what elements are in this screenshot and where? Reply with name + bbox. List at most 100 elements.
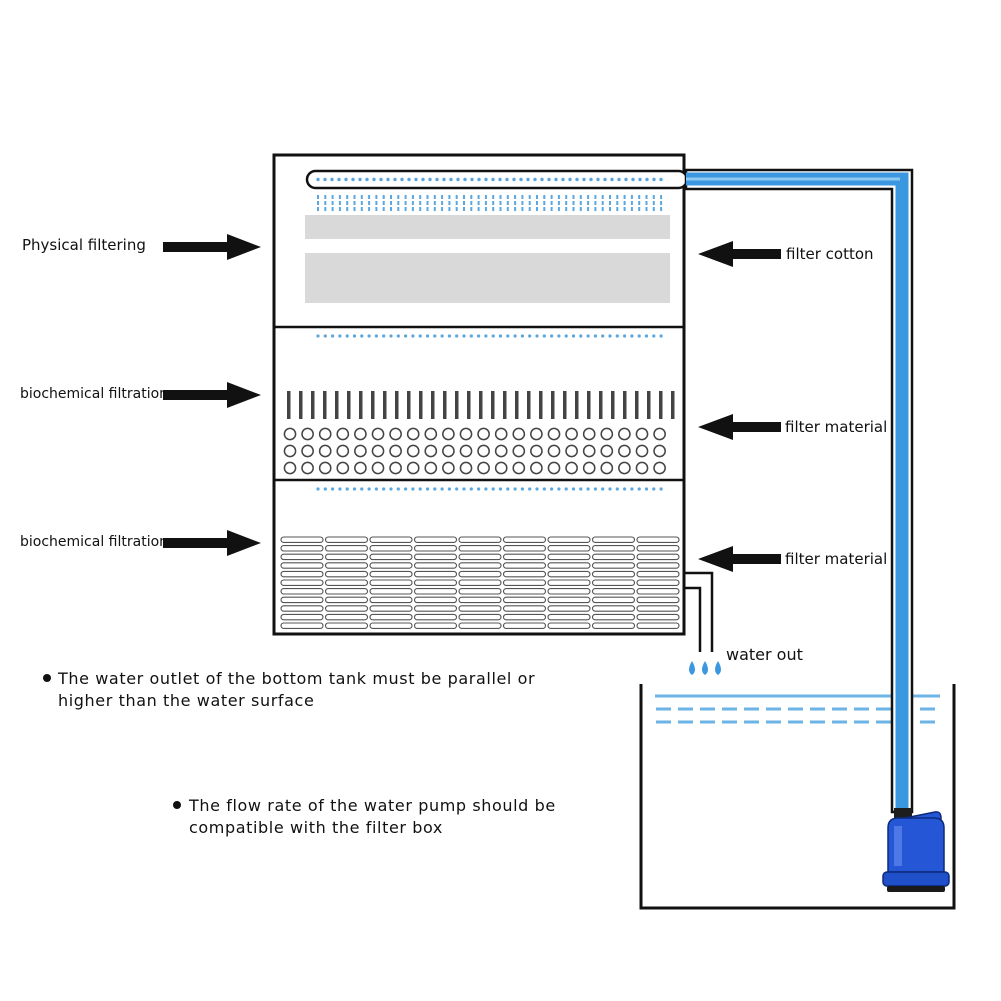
water-ripple: [656, 707, 671, 711]
bio-tube-media: [280, 536, 680, 629]
droplet: [564, 334, 568, 338]
water-ripple: [744, 707, 759, 711]
droplet: [433, 195, 436, 199]
droplet: [390, 201, 392, 205]
pipe-hole: [617, 177, 621, 182]
pipe-hole: [512, 177, 516, 182]
bio-tube: [591, 545, 636, 552]
bio-rings: [283, 427, 666, 475]
bio-rod: [587, 391, 591, 419]
pipe-hole: [323, 177, 327, 182]
droplet: [623, 334, 627, 338]
droplet: [440, 487, 444, 491]
droplet: [601, 195, 604, 199]
droplet: [411, 201, 414, 205]
bio-tube: [280, 553, 324, 561]
bio-tube: [324, 613, 369, 621]
droplet: [609, 201, 611, 205]
label-filter-cotton: filter cotton: [698, 241, 874, 267]
label-biochemical-1: biochemical filtration: [20, 382, 261, 408]
water-ripple: [700, 720, 715, 724]
bio-ring: [635, 461, 649, 475]
bio-rod: [311, 391, 315, 419]
bio-ring: [477, 444, 490, 458]
bio-ring: [301, 461, 314, 475]
bio-tube: [636, 536, 680, 543]
droplet: [535, 334, 539, 338]
droplet: [492, 201, 495, 205]
droplet: [645, 207, 648, 211]
bio-tube: [280, 613, 324, 621]
droplet: [397, 195, 400, 199]
droplet: [324, 207, 327, 211]
droplet: [586, 487, 590, 491]
bio-tube: [591, 588, 636, 595]
bio-tube: [502, 605, 547, 612]
droplet: [638, 201, 641, 205]
droplet: [455, 334, 459, 338]
pipe-hole: [463, 177, 467, 182]
bio-tube: [591, 570, 636, 578]
pipe-hole: [330, 177, 334, 182]
droplet: [447, 334, 451, 338]
droplet: [565, 207, 568, 211]
pipe-hole: [449, 177, 453, 182]
droplet: [506, 334, 510, 338]
bio-tube: [591, 536, 636, 543]
bio-ring: [477, 461, 490, 475]
bio-tube: [636, 579, 680, 586]
droplet: [477, 334, 481, 338]
droplet: [338, 334, 342, 338]
bio-tube: [636, 613, 680, 621]
water-ripples: [656, 707, 935, 724]
droplet: [317, 195, 319, 199]
pipe-hole: [589, 177, 593, 182]
droplet: [572, 201, 575, 205]
droplet: [360, 207, 363, 211]
droplet: [338, 487, 342, 491]
spray-pipe-holes: [316, 177, 663, 182]
bio-ring: [336, 427, 350, 441]
pipe-hole: [470, 177, 474, 182]
droplet: [601, 334, 605, 338]
bio-ring: [301, 427, 314, 441]
droplet: [637, 487, 641, 491]
droplet: [324, 195, 327, 199]
droplet: [638, 207, 641, 211]
bio-tube: [324, 579, 369, 586]
bio-ring: [600, 444, 614, 458]
droplet: [368, 201, 371, 205]
droplet: [433, 487, 437, 491]
bio-rod: [551, 391, 555, 419]
bio-rod: [479, 391, 483, 419]
arrow-icon: [698, 546, 781, 572]
water-ripple: [876, 707, 891, 711]
droplet: [448, 195, 451, 199]
droplet: [608, 487, 612, 491]
bio-tube: [636, 588, 680, 595]
droplet: [426, 207, 429, 211]
pipe-hole: [652, 177, 656, 182]
droplet: [441, 195, 444, 199]
droplet: [542, 487, 546, 491]
droplet: [579, 334, 583, 338]
pipe-hole: [344, 177, 348, 182]
bio-tube: [636, 596, 680, 604]
droplet: [389, 487, 393, 491]
droplet: [601, 201, 604, 205]
bio-ring: [336, 461, 350, 475]
droplet: [608, 334, 612, 338]
droplet: [594, 201, 597, 205]
bio-tube: [458, 613, 502, 621]
droplet: [477, 487, 481, 491]
filter-material-label: filter material: [785, 550, 887, 568]
bio-rod: [659, 391, 663, 419]
droplet: [594, 195, 597, 199]
bio-tube: [280, 596, 324, 604]
droplet: [389, 334, 393, 338]
droplet: [623, 195, 626, 199]
pipe-hole: [414, 177, 418, 182]
bio-ring: [389, 427, 402, 441]
bio-tube: [280, 579, 324, 586]
droplet: [455, 487, 459, 491]
